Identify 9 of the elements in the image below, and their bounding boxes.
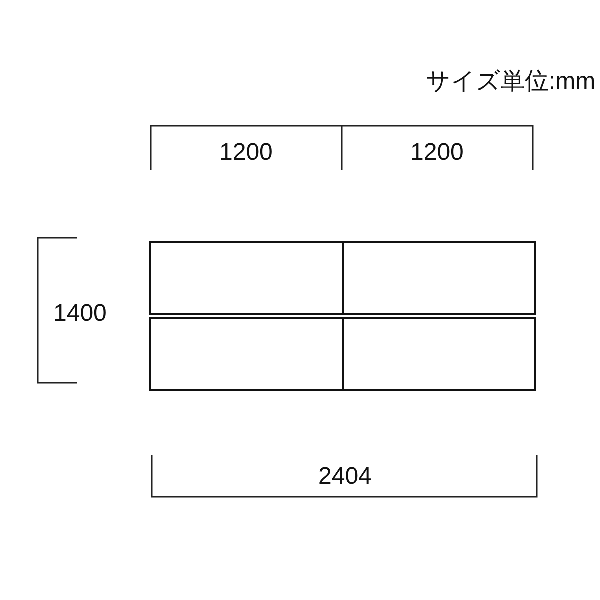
panel-box (342, 241, 536, 315)
dimension-label: 1200 (410, 141, 464, 165)
dimension-label: 1200 (220, 141, 273, 165)
dimension-label: 2404 (318, 465, 372, 489)
unit-note: サイズ単位:mm (426, 70, 596, 94)
panel-box (149, 317, 344, 391)
dimension-label: 1400 (54, 302, 107, 326)
panel-box (149, 241, 344, 315)
panel-box (342, 317, 536, 391)
